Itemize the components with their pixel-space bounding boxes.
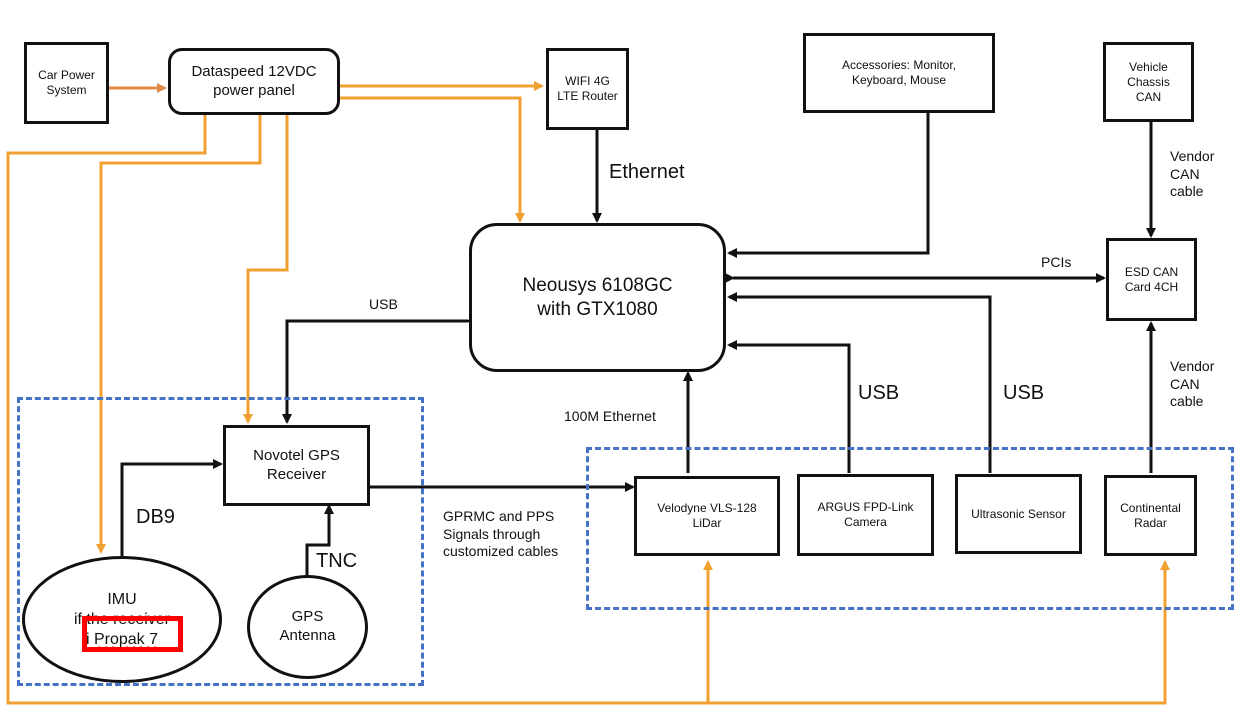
db9-imu-to-novotel [120,459,223,556]
ultrasonic-sensor-box: Ultrasonic Sensor [955,474,1082,554]
gprmc-pps-label: GPRMC and PPS Signals through customized… [443,508,559,559]
novotel-gps-receiver-box: Novotel GPS Receiver [223,425,370,506]
tnc-label: TNC [316,550,358,572]
esd-can-card-box: ESD CAN Card 4CH [1106,238,1197,321]
velodyne-lidar-box: Velodyne VLS-128 LiDar [634,476,780,556]
argus-camera-box: ARGUS FPD-Link Camera [797,474,934,556]
gps-antenna-ellipse: GPS Antenna [247,575,368,679]
imu-model-prefix: i [85,630,90,648]
imu-model-line: i Propak 7 [86,630,158,650]
tnc-antenna-to-novotel [305,504,334,576]
accessories-box: Accessories: Monitor, Keyboard, Mouse [803,33,995,113]
dataspeed-power-panel-box: Dataspeed 12VDC power panel [168,48,340,115]
imu-title: IMU [107,590,137,608]
usb-ultrasonic-to-neousys [727,292,992,473]
sensor-group-outline [586,447,1234,610]
vendor-can-cable-label-bottom: Vendor CAN cable [1170,358,1215,409]
ethernet-label: Ethernet [609,161,685,183]
usb-argus-to-neousys [727,340,851,473]
usb-neousys-novotel [282,316,476,424]
car-power-system-box: Car Power System [24,42,109,124]
usb-label-novotel: USB [369,296,398,312]
vehicle-chassis-can-box: Vehicle Chassis CAN [1103,42,1194,122]
power-line-to-imu [96,115,262,554]
ethernet-100m-label: 100M Ethernet [564,408,656,424]
wifi-router-box: WIFI 4G LTE Router [546,48,629,130]
continental-radar-box: Continental Radar [1104,475,1197,556]
propak-highlight-box [82,616,183,652]
db9-label: DB9 [136,506,175,528]
neousys-computer-box: Neousys 6108GC with GTX1080 [469,223,726,372]
gps-group-outline [17,397,424,686]
usb-label-argus: USB [858,382,900,404]
vendor-can-cable-label-top: Vendor CAN cable [1170,148,1215,199]
power-line-to-novotel [243,115,289,424]
pcis-label: PCIs [1041,254,1072,270]
usb-label-ultrasonic: USB [1003,382,1045,404]
imu-model-name: Propak 7 [93,630,159,648]
power-line-outer-loop [6,115,1170,705]
power-line-panel-to-neousys [340,96,525,223]
accessories-to-neousys [727,113,930,258]
